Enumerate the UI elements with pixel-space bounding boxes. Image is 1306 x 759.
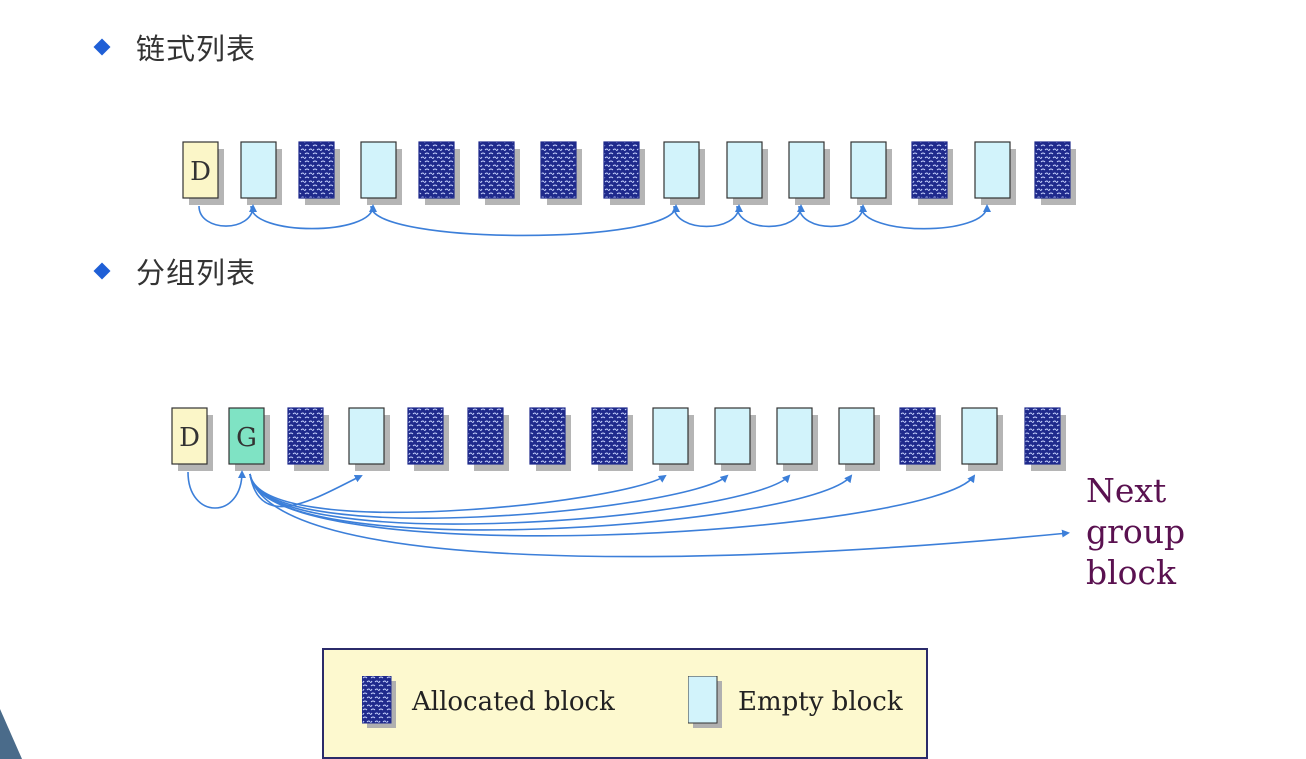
legend-allocated: Allocated block: [362, 676, 615, 728]
allocated-block: [287, 407, 329, 471]
group-block: G: [228, 407, 270, 471]
group-member-arrow: [249, 473, 976, 537]
next-group-arrow: [249, 473, 1070, 558]
header-to-group-arrow: [187, 470, 246, 509]
empty-block: [240, 141, 282, 205]
linked-list-links: [198, 204, 991, 237]
legend-box: Allocated block Empty block: [322, 648, 928, 759]
legend-empty-label: Empty block: [738, 687, 903, 717]
allocated-block: [911, 141, 953, 205]
free-link-arrow: [798, 204, 867, 228]
header-block-label: D: [179, 423, 200, 453]
group-block-label: G: [236, 423, 257, 453]
free-link-arrow: [736, 204, 805, 228]
group-member-arrow: [249, 473, 363, 508]
next-label-line: Next: [1086, 471, 1167, 510]
allocated-block: [418, 141, 460, 205]
empty-block: [788, 141, 830, 205]
empty-block: [850, 141, 892, 205]
free-link-arrow: [250, 204, 377, 230]
empty-block: [663, 141, 705, 205]
empty-block: [726, 141, 768, 205]
group-member-arrow: [249, 473, 791, 525]
bullet-grouped-list: 分组列表: [93, 256, 256, 290]
free-link-arrow: [198, 204, 257, 227]
allocated-block-swatch-icon: [362, 676, 396, 728]
section-title-grouped-list: 分组列表: [136, 256, 257, 290]
next-group-block-label: Next group block: [1086, 470, 1185, 593]
section-title-linked-list: 链式列表: [136, 32, 257, 66]
empty-block: [348, 407, 390, 471]
allocated-block: [540, 141, 582, 205]
allocated-block: [407, 407, 449, 471]
allocated-block: [478, 141, 520, 205]
allocated-block: [603, 141, 645, 205]
allocated-block: [529, 407, 571, 471]
legend-empty: Empty block: [688, 676, 903, 728]
empty-block: [974, 141, 1016, 205]
empty-block: [714, 407, 756, 471]
block-label-line: block: [1086, 553, 1177, 592]
empty-block: [961, 407, 1003, 471]
free-link-arrow: [860, 204, 991, 230]
empty-block: [360, 141, 402, 205]
empty-block: [838, 407, 880, 471]
group-member-arrow: [249, 473, 667, 514]
group-member-arrow: [249, 473, 729, 519]
allocated-block: [591, 407, 633, 471]
header-block: D: [182, 141, 224, 205]
bullet-linked-list: 链式列表: [93, 32, 256, 66]
allocated-block: [1034, 141, 1076, 205]
grouped-list-links: [187, 470, 1070, 558]
empty-block-swatch-icon: [688, 676, 722, 728]
allocated-block: [1024, 407, 1066, 471]
free-link-arrow: [673, 204, 743, 228]
header-block-label: D: [190, 157, 211, 187]
header-block: D: [171, 407, 213, 471]
allocated-block: [298, 141, 340, 205]
empty-block: [776, 407, 818, 471]
corner-decoration: [0, 709, 22, 759]
allocated-block: [899, 407, 941, 471]
group-label-line: group: [1086, 512, 1186, 551]
allocated-block: [467, 407, 509, 471]
legend-allocated-label: Allocated block: [412, 687, 615, 717]
free-link-arrow: [370, 204, 680, 237]
empty-block: [652, 407, 694, 471]
linked-list-row: D: [182, 141, 1076, 205]
